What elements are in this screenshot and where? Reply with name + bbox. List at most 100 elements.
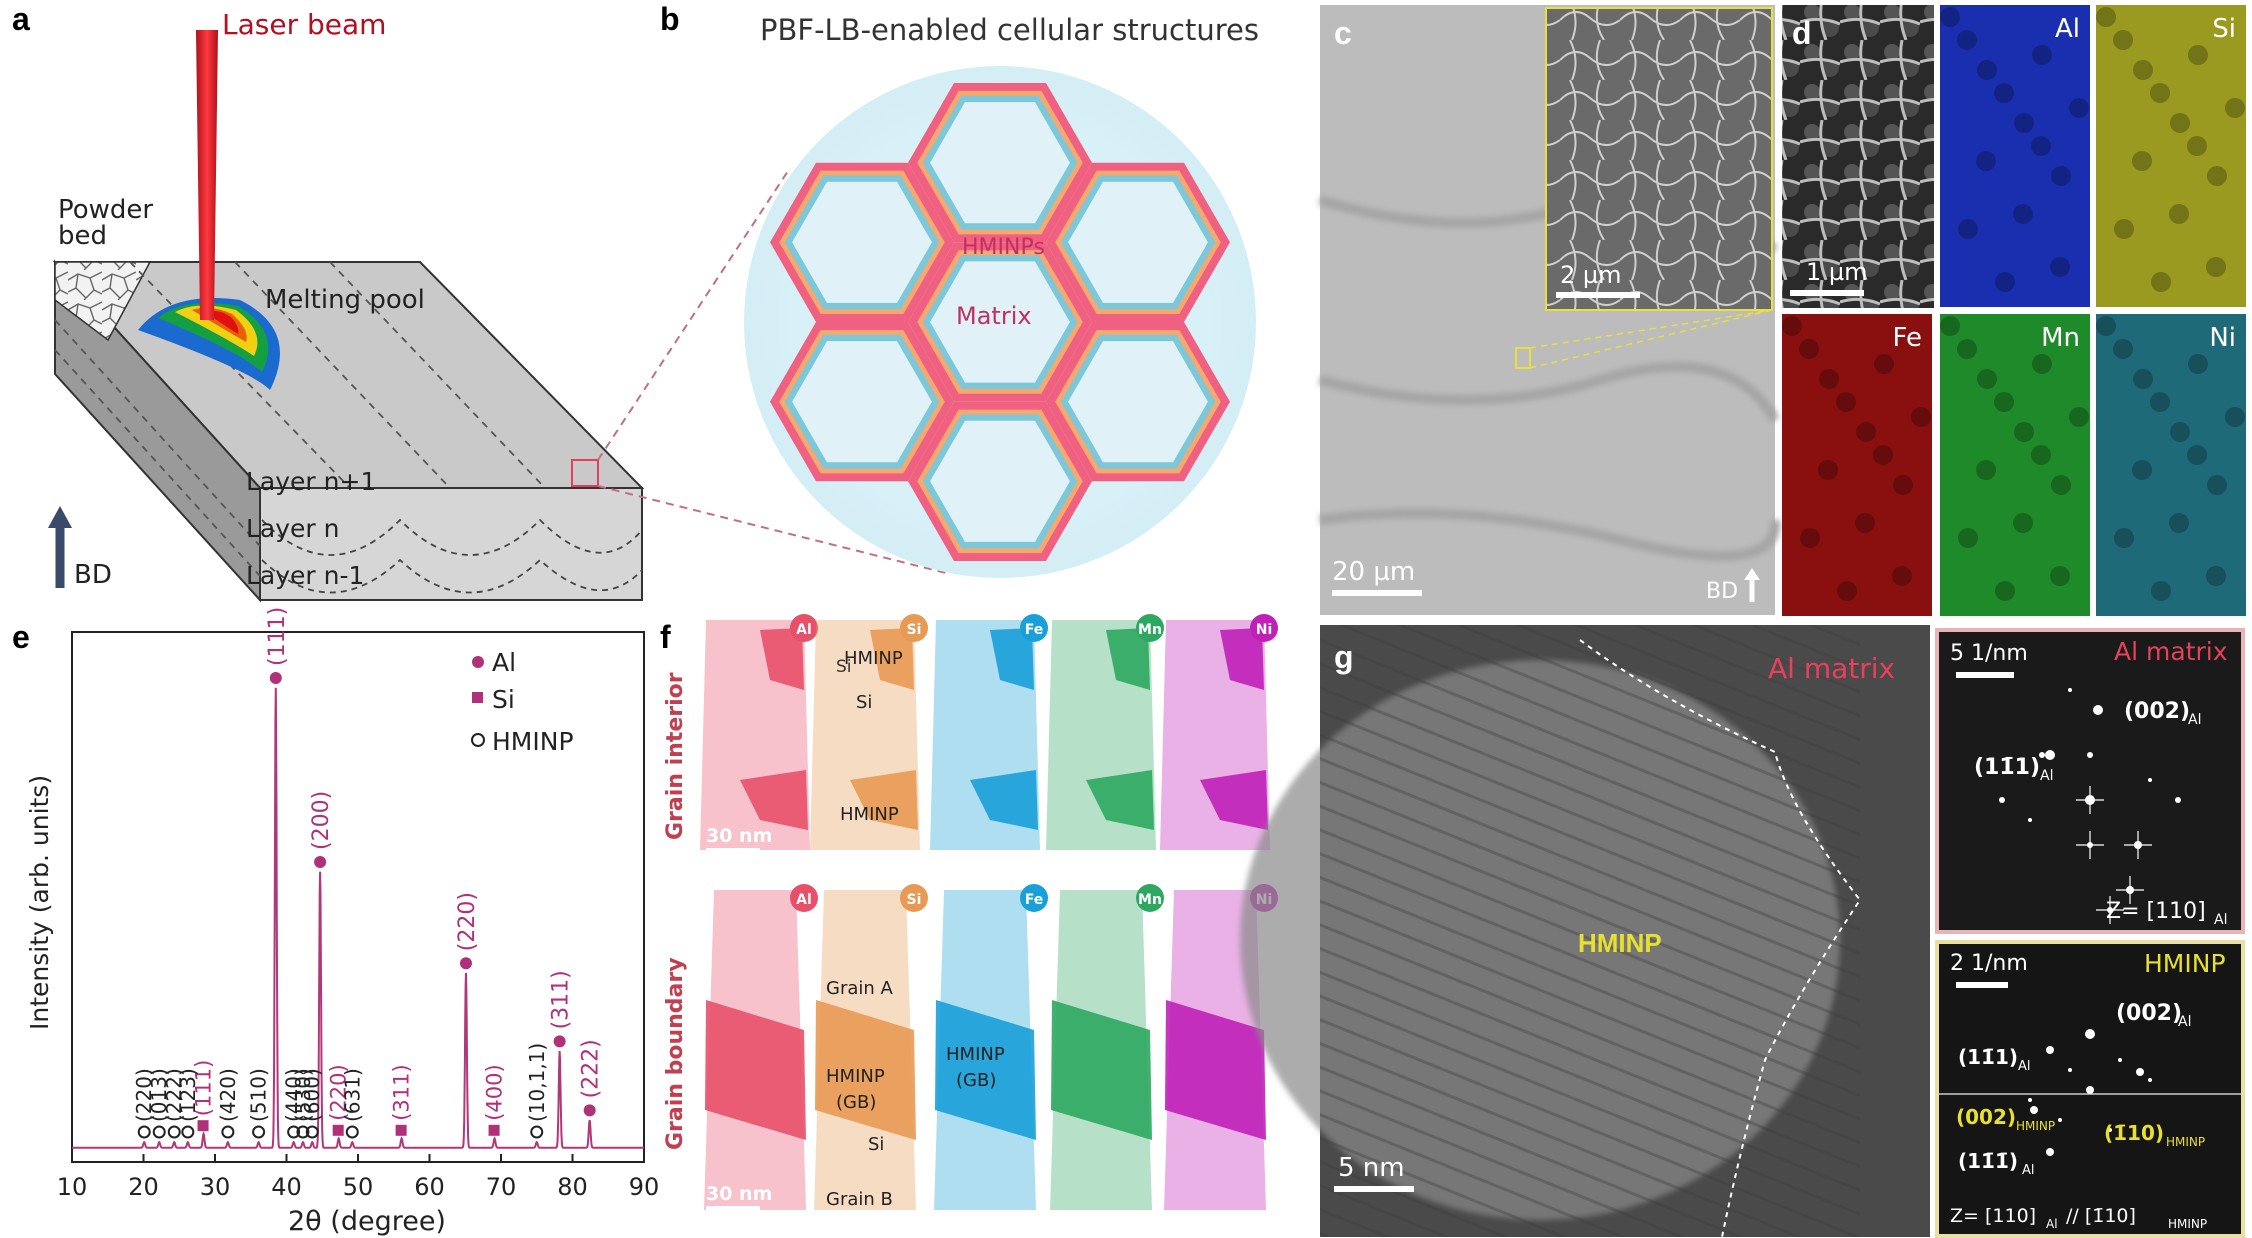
hex-1-ring-3 [930, 102, 1070, 224]
al-peak-label-3: (311) [549, 970, 574, 1029]
bd-label-c: BD [1706, 579, 1738, 604]
apt-boundary-al-gb [705, 1000, 806, 1140]
apt-badge-label-boundary-mn: Mn [1138, 892, 1162, 908]
apt-boundary-fe-gb [935, 1000, 1036, 1140]
fft1spots-spot-8 [2087, 752, 2093, 758]
fft1-111-sub: Al [2040, 768, 2053, 784]
fft2-zone: Z= [110] [1950, 1205, 2036, 1227]
layer-mid-label: Layer n [246, 514, 340, 543]
apt-badge-boundary-si [900, 884, 928, 912]
tem-lattice [1320, 625, 1860, 1237]
fft1spots-spot-2 [2093, 705, 2103, 715]
apt-maps: AlSiFeMnNiAlSiFeMnNiHMINPSiHMINPGrain AH… [700, 614, 1278, 1211]
sem-inset-c [1545, 7, 1773, 311]
x-tick-label-30: 30 [200, 1173, 231, 1201]
eds-grain-ni [2188, 354, 2208, 374]
si-peak-label-1: (220) [327, 1064, 351, 1120]
fft1-scale-bar [1956, 672, 2014, 678]
eds-grain-al [2014, 113, 2034, 133]
hminp-peak-label-10: (10,1,1) [525, 1043, 549, 1122]
melt-pool-label: Melting pool [265, 285, 425, 315]
hminp-peak-label-0: (220) [132, 1068, 156, 1122]
fft2-111: (11̄1) [1958, 1045, 2018, 1069]
apt-text-grain_b-7: Grain B [826, 1189, 893, 1210]
eds-grain-mn [2032, 354, 2052, 374]
legend-hminp: HMINP [492, 727, 574, 756]
bed-label: bed [58, 221, 107, 251]
apt-badge-label-boundary-al: Al [796, 892, 812, 908]
x-axis-label: 2θ (degree) [288, 1206, 446, 1237]
fft1-zone-sub: Al [2214, 912, 2227, 928]
apt-badge-interior-si [900, 614, 928, 642]
apt-badge-label-interior-fe: Fe [1025, 622, 1044, 638]
hminp-peak-label-3: (123) [176, 1068, 200, 1122]
eds-grain-mn [1940, 316, 1960, 336]
hex-4-ring-3 [1068, 341, 1208, 463]
scale-bar-c [1332, 590, 1422, 596]
eds-grain-mn [1994, 392, 2014, 412]
si-peak-marker-1 [332, 1124, 344, 1136]
fft2spots-spot-4 [2058, 1118, 2062, 1122]
eds-grain-si [2133, 60, 2153, 80]
apt-badge-interior-mn [1136, 614, 1164, 642]
apt-scale-bar-1 [706, 1206, 760, 1211]
scale-bar-g [1334, 1186, 1414, 1192]
hminp-peak-marker-0 [137, 1125, 151, 1139]
apt-scale-label-1: 30 nm [706, 1183, 772, 1205]
eds-grain-si [2096, 7, 2116, 27]
scale-bar-inset-c [1556, 292, 1640, 298]
eds-grain-al [1958, 219, 1978, 239]
eds-grain-fe [1856, 422, 1876, 442]
si-peak-label-3: (400) [483, 1064, 507, 1120]
hminp-peak-marker-3 [181, 1125, 195, 1139]
panel-a-letter: a [12, 1, 30, 37]
fft2-110h: (1̄10) [2104, 1121, 2164, 1145]
melt-arcs-1 [261, 518, 643, 556]
eds-grain-al [1976, 151, 1996, 171]
fft2spots-spot-10 [2108, 1128, 2112, 1132]
fft2-002h: (002) [1956, 1105, 2016, 1129]
si-peak-marker-0 [197, 1120, 209, 1132]
al-matrix-label: Al matrix [1768, 652, 1895, 685]
eds-grain-si [2114, 219, 2134, 239]
panel-f-letter: f [660, 619, 671, 655]
y-axis-label: Intensity (arb. units) [25, 775, 54, 1030]
eds-label-si: Si [2212, 14, 2236, 44]
fft2-002h-sub: HMINP [2016, 1119, 2055, 1133]
apt-badge-interior-ni [1250, 614, 1278, 642]
si-peak-marker-3 [488, 1124, 500, 1136]
eds-grain-al [2050, 257, 2070, 277]
hminp-boundary [1579, 639, 1862, 1238]
row-label-interior: Grain interior [663, 672, 688, 840]
al-peak-label-4: (222) [579, 1039, 604, 1098]
fft-al-matrix [1935, 628, 2245, 934]
eds-label-fe: Fe [1892, 323, 1922, 353]
apt-badge-boundary-mn [1136, 884, 1164, 912]
al-peak-label-0: (111) [265, 607, 290, 666]
powder-bed [54, 261, 152, 342]
panel-g: g Al matrix HMINP 5 nm 5 1/nm Al matrix … [1240, 625, 2245, 1238]
zoom-link-bottom [597, 485, 951, 575]
eds-grain-fe [1893, 475, 1913, 495]
eds-grain-ni [2133, 369, 2153, 389]
inset-marker-c [1515, 347, 1531, 369]
x-tick-label-40: 40 [271, 1173, 302, 1201]
panel-b-letter: b [660, 1, 680, 37]
eds-grain-fe [1855, 513, 1875, 533]
layer-top-label: Layer n+1 [246, 467, 376, 496]
fft2-111b-sub: Al [2022, 1163, 2035, 1178]
apt-text-grain_a-3: Grain A [826, 978, 894, 999]
apt-badge-label-interior-ni: Ni [1256, 622, 1273, 638]
panel-b: b PBF-LB-enabled cellular structures HMI… [660, 1, 1259, 578]
hminp-peak-marker-1 [152, 1125, 166, 1139]
hminp-peak-marker-5 [252, 1125, 266, 1139]
eds-grain-al [1995, 272, 2015, 292]
fft2-002-sub: Al [2178, 1014, 2191, 1030]
eds-grain-fe [1892, 566, 1912, 586]
hminp-peak-label-1: (013) [147, 1068, 171, 1122]
hminp-peak-label-5: (510) [247, 1068, 271, 1122]
scale-bar-d [1790, 290, 1864, 296]
laser-label: Laser beam [222, 8, 386, 41]
fft2spots-spot-9 [2046, 1148, 2054, 1156]
eds-grain-al [2013, 204, 2033, 224]
